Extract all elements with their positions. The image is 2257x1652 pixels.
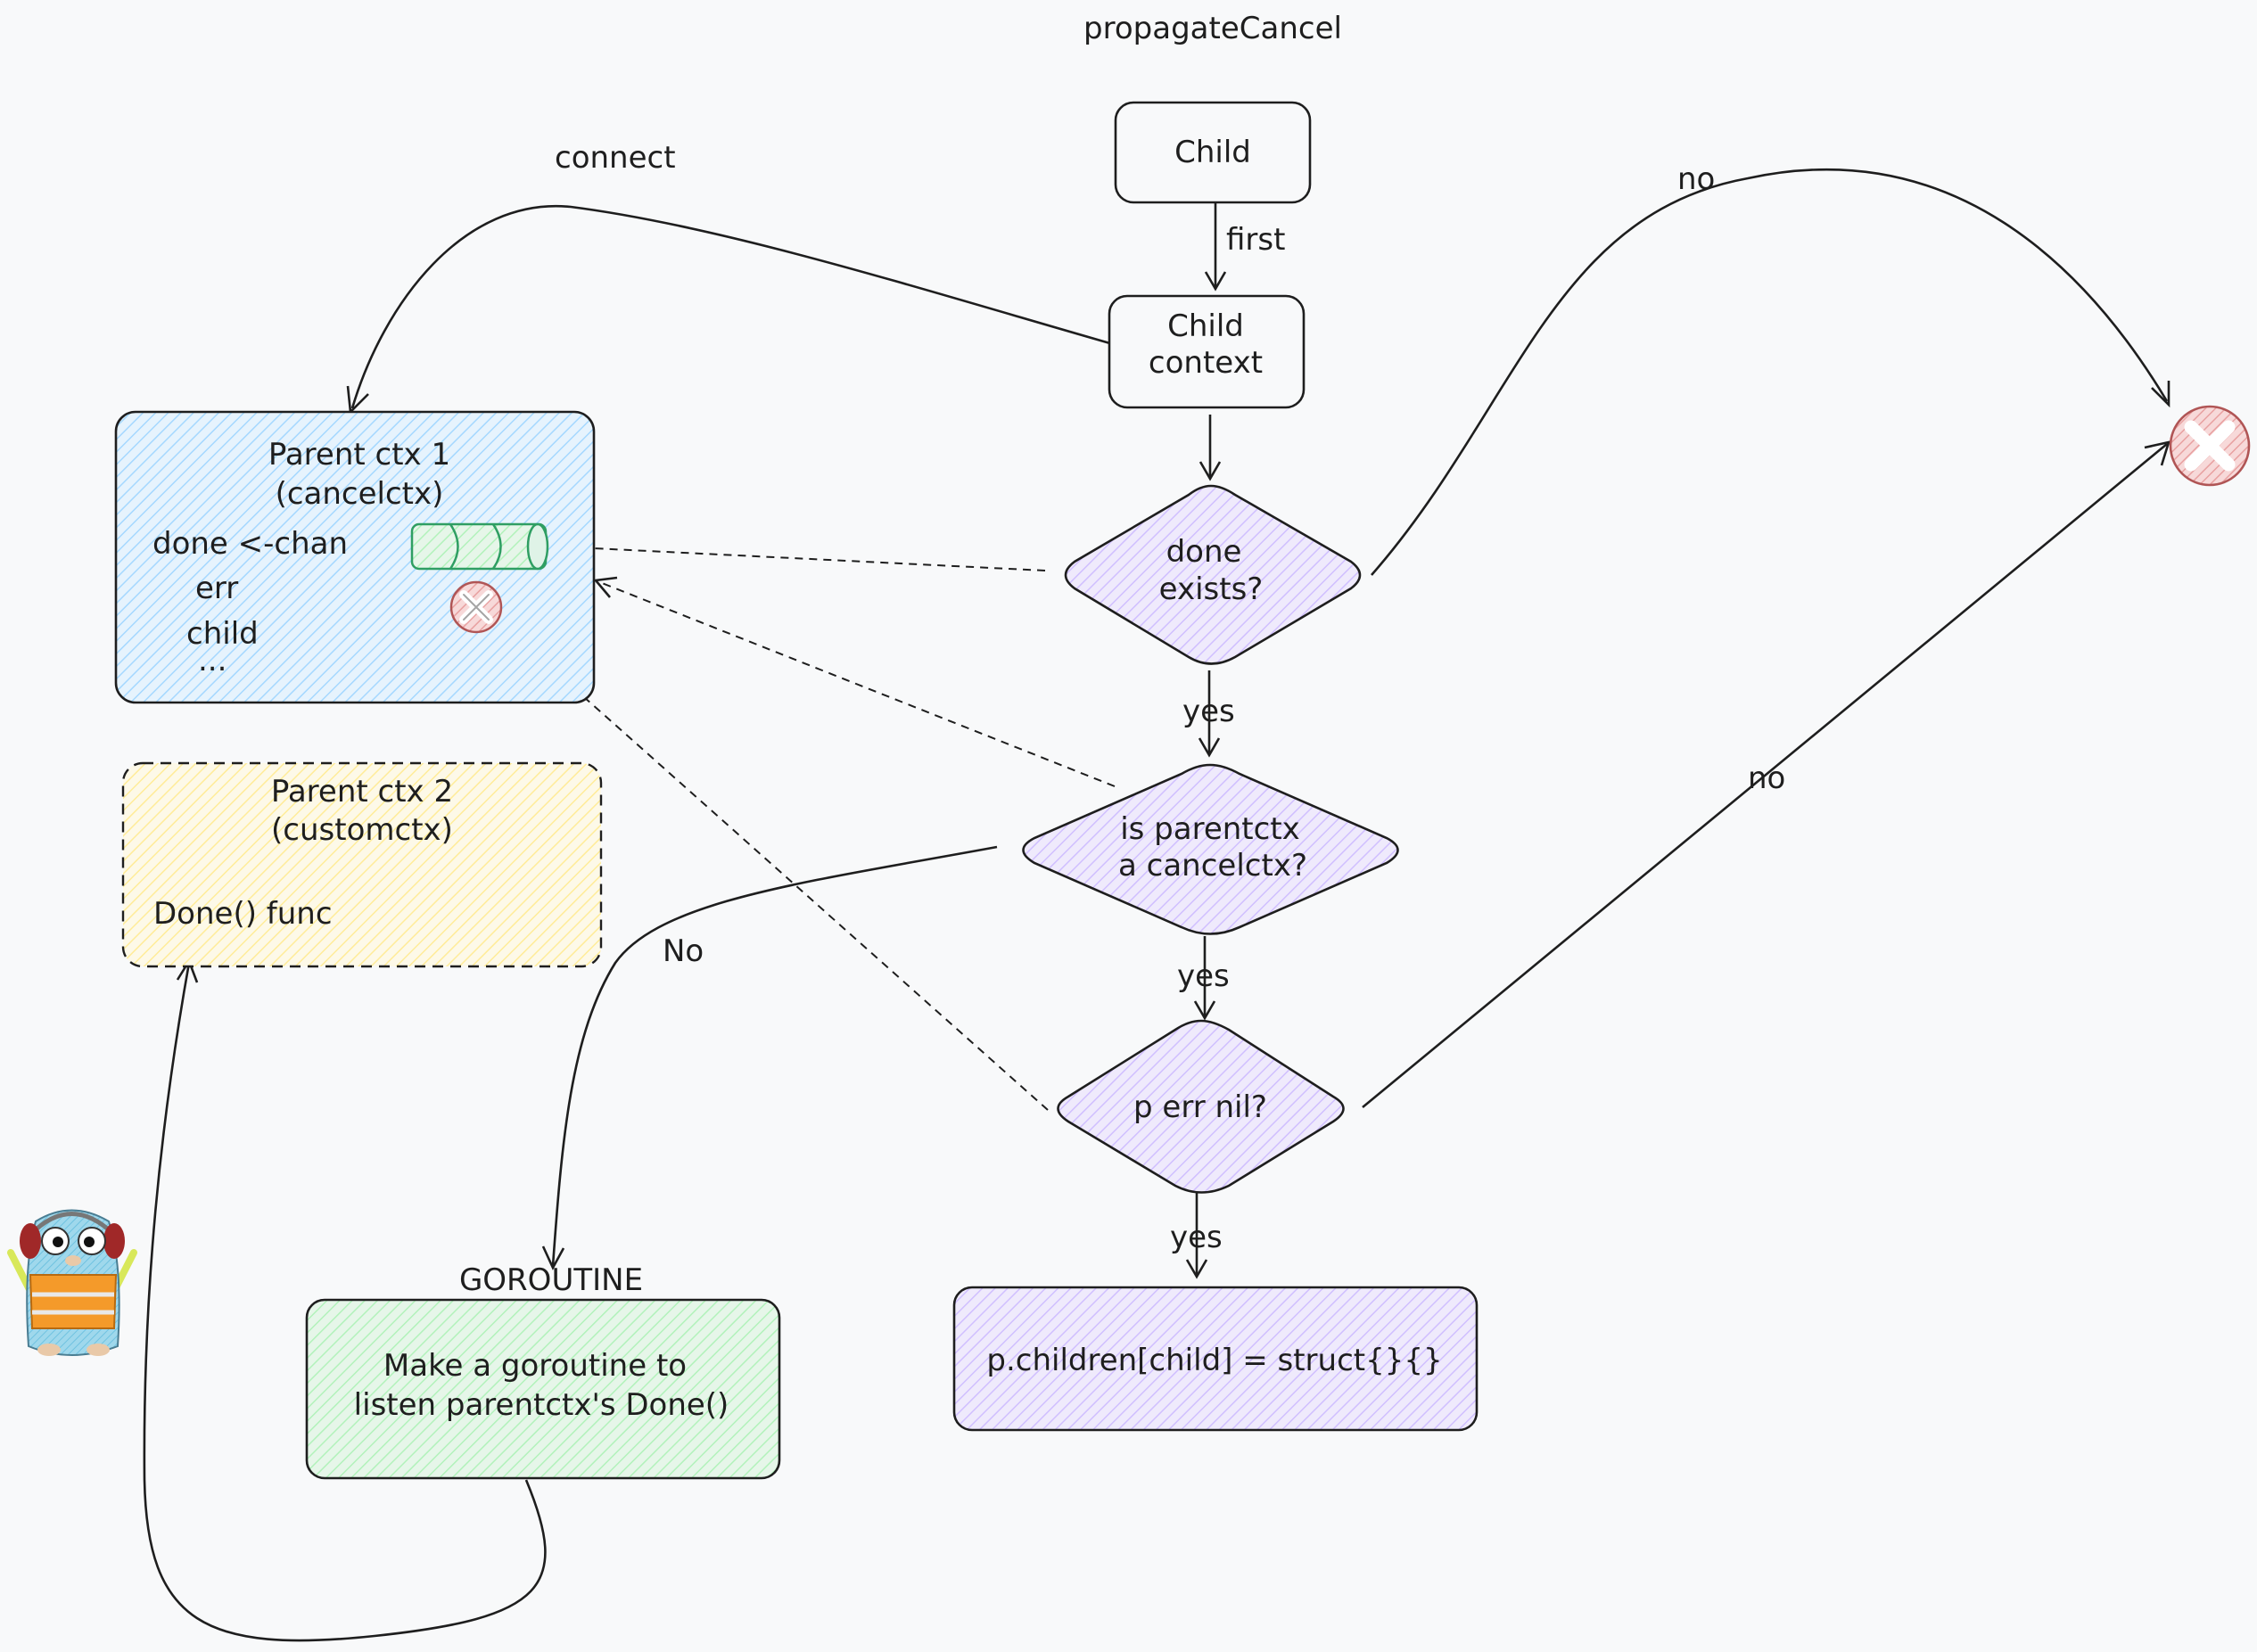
- arrowhead-no-top: [2151, 381, 2171, 408]
- arrowhead-yes-3: [1185, 1259, 1208, 1279]
- node-parent-ctx-1: Parent ctx 1 (cancelctx) done <-chan err…: [114, 410, 596, 704]
- dashed-iscancel-to-parent1: [597, 580, 1116, 787]
- parent1-title-line1: Parent ctx 1: [268, 437, 450, 473]
- edge-connect: [350, 204, 1151, 409]
- node-child-context-line2: context: [1149, 345, 1263, 381]
- node-goroutine-line1: Make a goroutine to: [383, 1348, 687, 1384]
- node-done-exists-line2: exists?: [1159, 571, 1264, 607]
- arrowhead-yes-1: [1198, 737, 1221, 758]
- label-no-top: no: [1677, 161, 1715, 197]
- arrowhead-first: [1204, 271, 1227, 292]
- label-yes-3: yes: [1170, 1220, 1223, 1255]
- arrowhead-no-left: [541, 1245, 565, 1270]
- arrowhead-no-mid: [2144, 440, 2171, 466]
- parent1-field-child: child: [186, 616, 259, 652]
- node-p-err-nil: p err nil?: [1057, 1019, 1345, 1194]
- parent2-field-done-func: Done() func: [153, 896, 333, 932]
- cancel-x-icon-parent1: [449, 580, 503, 634]
- node-child-context-line1: Child: [1167, 308, 1244, 344]
- label-first: first: [1226, 222, 1285, 258]
- parent1-field-more: ...: [198, 643, 227, 678]
- parent1-field-err: err: [195, 571, 238, 606]
- node-done-exists: done exists?: [1064, 484, 1362, 665]
- arrowhead-done: [1199, 461, 1222, 481]
- node-child-context: Child context: [1108, 294, 1306, 409]
- parent2-title-line1: Parent ctx 2: [271, 774, 453, 810]
- arrowhead-yes-2: [1193, 1000, 1216, 1021]
- cancel-x-icon-right: [2169, 405, 2251, 487]
- node-is-cancelctx-line1: is parentctx: [1120, 811, 1300, 847]
- node-is-cancelctx: is parentctx a cancelctx?: [1022, 763, 1399, 935]
- edge-goroutine-to-parent2: [143, 962, 547, 1642]
- node-goroutine-line2: listen parentctx's Done(): [354, 1387, 729, 1423]
- goroutine-title: GOROUTINE: [459, 1262, 643, 1298]
- edges: [143, 168, 2171, 1642]
- node-assign-children: p.children[child] = struct{}{}: [952, 1286, 1479, 1432]
- channel-queue-icon: [410, 522, 549, 571]
- node-p-err-nil-label: p err nil?: [1133, 1089, 1267, 1125]
- diagram-title: propagateCancel: [1083, 11, 1342, 46]
- node-child: Child: [1114, 101, 1312, 204]
- edge-no-mid: [1362, 442, 2168, 1109]
- edge-no-left: [551, 845, 998, 1267]
- arrowhead-dashed-parent1: [593, 576, 618, 598]
- label-yes-2: yes: [1177, 958, 1230, 994]
- node-parent-ctx-2: Parent ctx 2 (customctx) Done() func: [121, 761, 603, 968]
- label-yes-1: yes: [1182, 694, 1235, 729]
- dashed-done-to-queue: [556, 546, 1046, 571]
- node-goroutine: Make a goroutine to listen parentctx's D…: [305, 1298, 781, 1480]
- parent1-field-done: done <-chan: [152, 526, 348, 562]
- node-is-cancelctx-line2: a cancelctx?: [1118, 848, 1307, 884]
- node-child-label: Child: [1174, 135, 1251, 170]
- edge-no-top: [1371, 168, 2169, 576]
- parent1-title-line2: (cancelctx): [276, 476, 444, 512]
- parent2-title-line2: (customctx): [271, 812, 453, 848]
- node-done-exists-line1: done: [1166, 534, 1242, 570]
- label-no-left: No: [663, 933, 704, 969]
- label-connect: connect: [555, 140, 676, 176]
- label-no-mid: no: [1748, 760, 1785, 796]
- node-assign-children-label: p.children[child] = struct{}{}: [986, 1343, 1442, 1378]
- dashed-perr-to-cancel: [501, 623, 1049, 1111]
- gopher-mascot-icon: [7, 1209, 137, 1356]
